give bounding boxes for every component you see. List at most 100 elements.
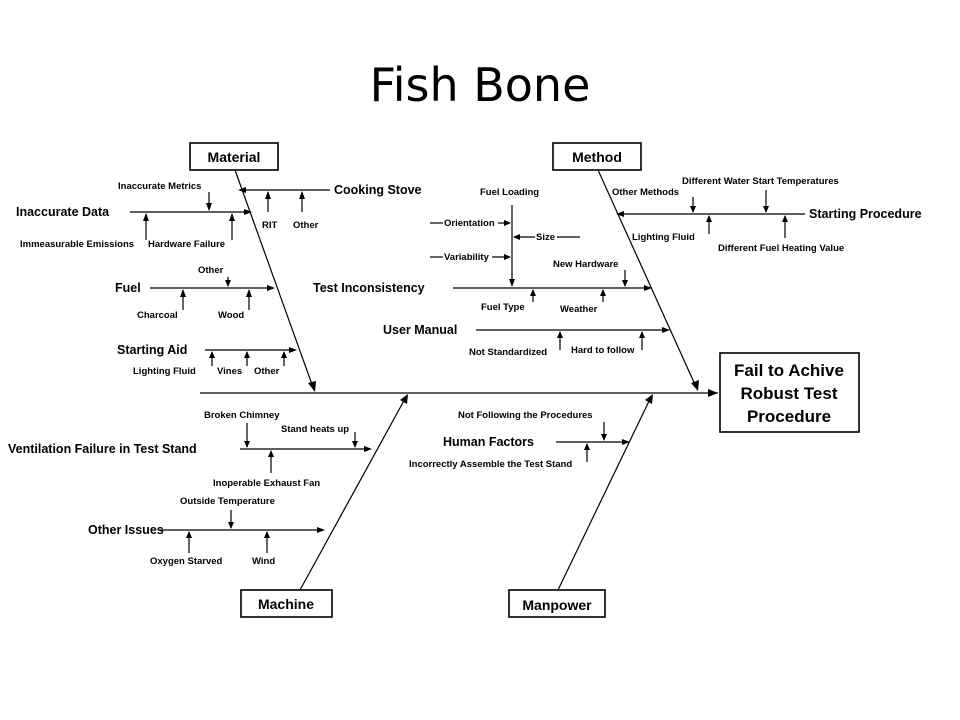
not-following-label: Not Following the Procedures bbox=[458, 410, 593, 421]
inaccurate-data-label: Inaccurate Data bbox=[16, 205, 110, 219]
wood-label: Wood bbox=[218, 310, 244, 321]
weather-arrowhead bbox=[600, 289, 606, 296]
weather-label: Weather bbox=[560, 304, 598, 315]
aid-other-label: Other bbox=[254, 366, 280, 377]
outside-temperature-label: Outside Temperature bbox=[180, 496, 275, 507]
starting-aid-arrowhead bbox=[289, 347, 297, 353]
fuel-other-label: Other bbox=[198, 265, 224, 276]
fuel-label: Fuel bbox=[115, 281, 141, 295]
incorrectly-assemble-arrowhead bbox=[584, 443, 590, 450]
orientation-arrowhead bbox=[504, 220, 511, 226]
size-label: Size bbox=[536, 232, 555, 243]
not-following-arrowhead bbox=[601, 434, 607, 441]
wind-label: Wind bbox=[252, 556, 275, 567]
wind-arrowhead bbox=[264, 531, 270, 538]
human-factors-label: Human Factors bbox=[443, 435, 534, 449]
inoperable-exhaust-fan-arrowhead bbox=[268, 450, 274, 457]
inaccurate-metrics-label: Inaccurate Metrics bbox=[118, 181, 201, 192]
stove-other-arrowhead bbox=[299, 191, 305, 199]
ventilation-failure-arrowhead bbox=[364, 446, 372, 452]
fuel-loading-label: Fuel Loading bbox=[480, 187, 539, 198]
method-bone bbox=[597, 169, 698, 390]
starting-procedure-label: Starting Procedure bbox=[809, 207, 922, 221]
size-arrowhead bbox=[513, 234, 520, 240]
inoperable-exhaust-fan-label: Inoperable Exhaust Fan bbox=[213, 478, 320, 489]
vines-arrowhead bbox=[244, 351, 250, 358]
test-inconsistency-label: Test Inconsistency bbox=[313, 281, 425, 295]
rit-arrowhead bbox=[265, 191, 271, 199]
effect-line-3: Procedure bbox=[747, 407, 831, 426]
stand-heats-up-arrowhead bbox=[352, 441, 358, 448]
different-fuel-heating-label: Different Fuel Heating Value bbox=[718, 243, 844, 254]
ventilation-failure-label: Ventilation Failure in Test Stand bbox=[8, 442, 197, 456]
immeasurable-emissions-label: Immeasurable Emissions bbox=[20, 239, 134, 250]
cooking-stove-arrowhead bbox=[238, 187, 246, 193]
manpower-label: Manpower bbox=[522, 597, 592, 613]
manpower-bone-arrowhead bbox=[645, 394, 653, 404]
user-manual-label: User Manual bbox=[383, 323, 457, 337]
material-bone bbox=[234, 169, 315, 391]
fuel-type-arrowhead bbox=[530, 289, 536, 296]
material-box bbox=[189, 142, 279, 171]
other-methods-label: Other Methods bbox=[612, 187, 679, 198]
charcoal-arrowhead bbox=[180, 289, 186, 297]
human-factors-arrowhead bbox=[622, 439, 630, 445]
machine-bone bbox=[299, 396, 407, 591]
oxygen-starved-label: Oxygen Starved bbox=[150, 556, 223, 567]
stove-other-label: Other bbox=[293, 220, 319, 231]
manpower-box bbox=[508, 589, 606, 618]
machine-box bbox=[240, 589, 333, 618]
machine-bone-arrowhead bbox=[400, 394, 408, 404]
vines-label: Vines bbox=[217, 366, 242, 377]
material-label: Material bbox=[208, 149, 261, 165]
not-standardized-label: Not Standardized bbox=[469, 347, 547, 358]
cooking-stove-label: Cooking Stove bbox=[334, 183, 422, 197]
user-manual-arrowhead bbox=[662, 327, 670, 333]
fuel-type-label: Fuel Type bbox=[481, 302, 525, 313]
different-water-start-label: Different Water Start Temperatures bbox=[682, 176, 839, 187]
hardware-failure-label: Hardware Failure bbox=[148, 239, 225, 250]
new-hardware-arrowhead bbox=[622, 280, 628, 287]
spine-arrowhead bbox=[708, 389, 718, 397]
inaccurate-data-arrowhead bbox=[244, 209, 252, 215]
material-bone-arrowhead bbox=[308, 381, 316, 392]
different-fuel-heating-arrowhead bbox=[782, 215, 788, 222]
aid-other-arrowhead bbox=[281, 351, 287, 358]
effect-box bbox=[719, 352, 860, 433]
method-label: Method bbox=[572, 149, 622, 165]
page-title: Fish Bone bbox=[369, 58, 591, 112]
fuel-other-arrowhead bbox=[225, 280, 231, 287]
stand-heats-up-label: Stand heats up bbox=[281, 424, 349, 435]
lighting-fluid-method-label: Lighting Fluid bbox=[632, 232, 695, 243]
charcoal-label: Charcoal bbox=[137, 310, 178, 321]
immeasurable-emissions-arrowhead bbox=[143, 213, 149, 221]
incorrectly-assemble-label: Incorrectly Assemble the Test Stand bbox=[409, 459, 572, 470]
new-hardware-label: New Hardware bbox=[553, 259, 618, 270]
machine-label: Machine bbox=[258, 596, 314, 612]
hardware-failure-arrowhead bbox=[229, 213, 235, 221]
broken-chimney-arrowhead bbox=[244, 441, 250, 448]
hard-to-follow-label: Hard to follow bbox=[571, 345, 635, 356]
oxygen-starved-arrowhead bbox=[186, 531, 192, 538]
effect-line-2: Robust Test bbox=[741, 384, 838, 403]
broken-chimney-label: Broken Chimney bbox=[204, 410, 280, 421]
other-issues-label: Other Issues bbox=[88, 523, 164, 537]
outside-temperature-arrowhead bbox=[228, 522, 234, 529]
variability-label: Variability bbox=[444, 252, 490, 263]
method-bone-arrowhead bbox=[691, 380, 699, 391]
method-box bbox=[552, 142, 642, 171]
effect-line-1: Fail to Achive bbox=[734, 361, 844, 380]
other-issues-arrowhead bbox=[317, 527, 325, 533]
manpower-bone bbox=[557, 396, 652, 591]
wood-arrowhead bbox=[246, 289, 252, 297]
fuel-arrowhead bbox=[267, 285, 275, 291]
orientation-label: Orientation bbox=[444, 218, 495, 229]
inaccurate-metrics-arrowhead bbox=[206, 203, 212, 211]
starting-aid-label: Starting Aid bbox=[117, 343, 187, 357]
lighting-fluid-material-label: Lighting Fluid bbox=[133, 366, 196, 377]
not-standardized-arrowhead bbox=[557, 331, 563, 338]
lighting-fluid-method-arrowhead bbox=[706, 215, 712, 222]
lighting-fluid-material-arrowhead bbox=[209, 351, 215, 358]
different-water-start-arrowhead bbox=[763, 206, 769, 213]
